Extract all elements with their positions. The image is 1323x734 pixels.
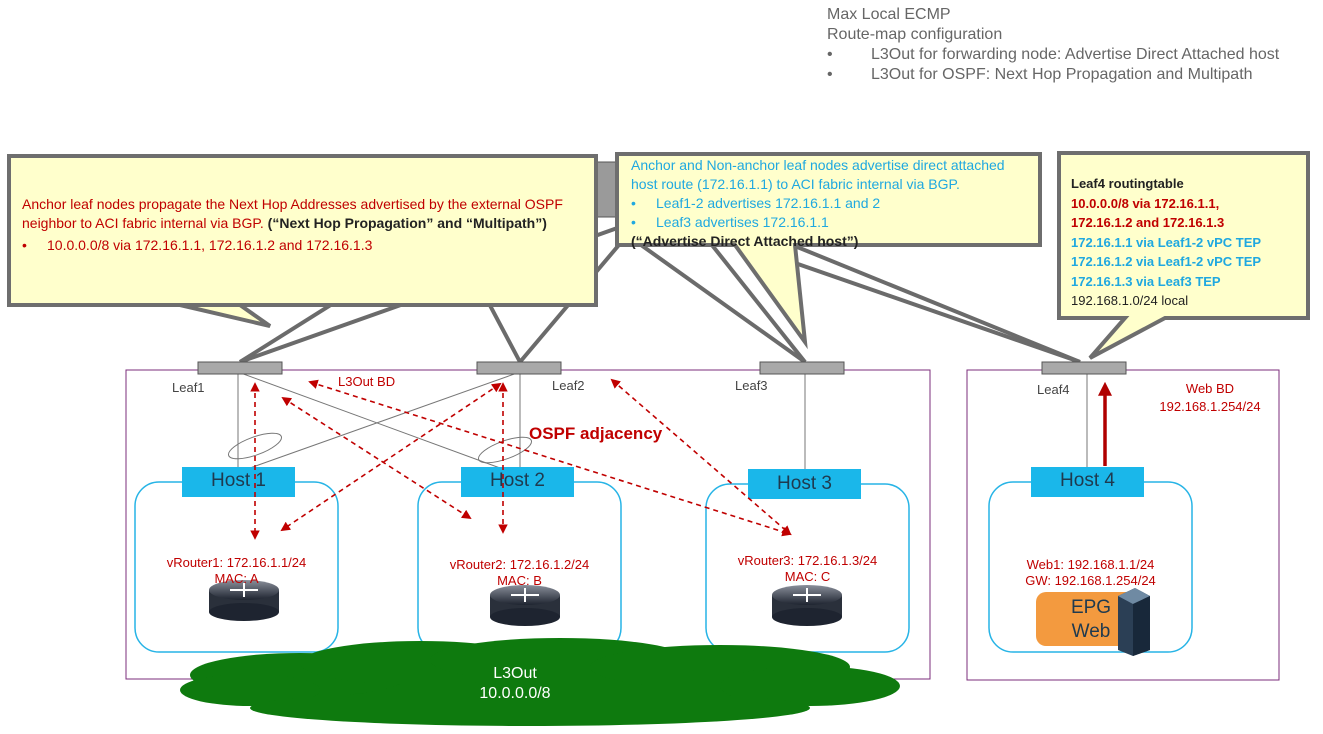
l3out-cloud	[180, 638, 900, 726]
host2-label: Host 2	[490, 470, 545, 491]
leaf2-switch	[476, 361, 562, 375]
ospf-adjacency-label: OSPF adjacency	[529, 424, 663, 443]
callout-nonanchor-shape	[615, 152, 1042, 350]
leaf-switches	[197, 361, 1127, 375]
host1-label: Host 1	[211, 470, 266, 491]
web-bd-label: Web BD 192.168.1.254/24	[1159, 381, 1261, 414]
host1-label-bar	[182, 467, 295, 497]
host3-label: Host 3	[777, 473, 832, 494]
header-bullet: •L3Out for OSPF: Next Hop Propagation an…	[827, 66, 1253, 83]
callout-leaf4-shape	[1057, 151, 1310, 360]
leaf3-switch	[759, 361, 845, 375]
server-icon	[1118, 588, 1150, 656]
router-icon	[209, 580, 279, 621]
header-subtitle: Route-map configuration	[827, 26, 1003, 43]
router-icon	[772, 585, 842, 626]
leaf2-label: Leaf2	[552, 378, 585, 393]
leaf4-switch	[1041, 361, 1127, 375]
leaf1-label: Leaf1	[172, 380, 205, 395]
callout-anchor-text: Anchor leaf nodes propagate the Next Hop…	[22, 196, 563, 253]
header-bullet: •L3Out for forwarding node: Advertise Di…	[827, 46, 1280, 63]
header-title: Max Local ECMP	[827, 6, 951, 23]
l3out-bd-label: L3Out BD	[338, 374, 396, 389]
ospf-arrows	[250, 378, 792, 540]
callout-anchor-shape	[7, 154, 598, 328]
host4-label-bar	[1031, 467, 1144, 497]
router-icon	[490, 585, 560, 626]
host4-label: Host 4	[1060, 470, 1115, 491]
callout-leaf4-text: Leaf4 routingtable 10.0.0.0/8 via 172.16…	[1071, 176, 1262, 308]
leaf3-label: Leaf3	[735, 378, 768, 393]
leaf4-label: Leaf4	[1037, 382, 1070, 397]
callout-nonanchor-text: Anchor and Non-anchor leaf nodes adverti…	[631, 157, 1005, 249]
leaf1-switch	[197, 361, 283, 375]
